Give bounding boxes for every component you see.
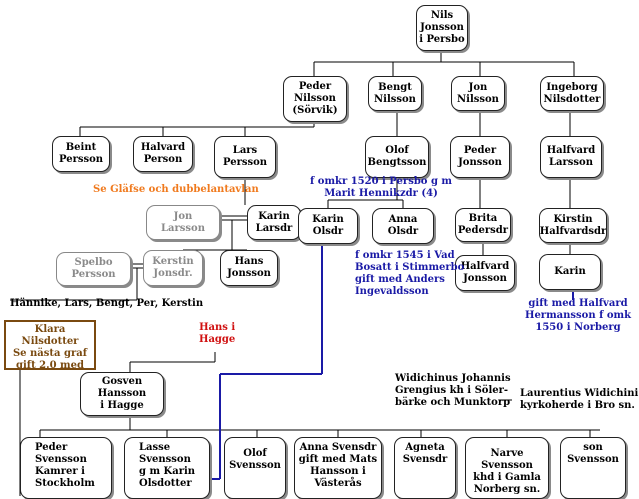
- person-olof-svensson: Olof Svensson: [224, 437, 286, 499]
- note-hannike: Hännike, Lars, Bengt, Per, Kerstin: [10, 298, 204, 309]
- person-peder-jonsson: Peder Jonsson: [450, 136, 510, 178]
- person-gosven-hansson: Gosven Hansson i Hagge: [80, 372, 164, 416]
- person-lasse-svensson: Lasse Svensson g m Karin Olsdotter: [124, 437, 210, 499]
- person-karin-olsdr: Karin Olsdr: [298, 208, 358, 244]
- person-bengt-nilsson: Bengt Nilsson: [368, 76, 422, 111]
- person-lars-persson: Lars Persson: [214, 136, 276, 178]
- note-gift-halfvard: gift med Halfvard Hermansson f omk 1550 …: [525, 298, 632, 333]
- note-widichinus: Widichinus Johannis Grengius kh i Söler-…: [395, 373, 511, 408]
- person-peder-svensson: Peder Svensson Kamrer i Stockholm: [20, 437, 112, 499]
- person-peder-nilsson: Peder Nilsson (Sörvik): [283, 76, 347, 122]
- person-halfvard-jonsson: Halfvard Jonsson: [455, 255, 515, 291]
- person-kerstin-jonsdr: Kerstin Jonsdr.: [143, 250, 203, 286]
- person-halvard-person: Halvard Person: [133, 136, 193, 172]
- person-jon-nilsson: Jon Nilsson: [451, 76, 505, 111]
- person-agneta-svensdr: Agneta Svensdr: [394, 437, 456, 499]
- person-hans-jonsson: Hans Jonsson: [220, 250, 278, 286]
- note-fomkr1520: f omkr 1520 i Persbo g m Marit Hennikzdr…: [310, 176, 453, 199]
- person-kirstin-halfvardsdr: Kirstin Halfvardsdr: [539, 208, 607, 243]
- person-narve-svensson: Narve Svensson khd i Gamla Norberg sn.: [465, 437, 549, 499]
- person-anna-olsdr: Anna Olsdr: [372, 208, 434, 244]
- person-karin-larsdr: Karin Larsdr: [247, 205, 301, 240]
- person-brita-pedersdr: Brita Pedersdr: [455, 208, 511, 242]
- person-anna-svensdr: Anna Svensdr gift med Mats Hansson i Väs…: [294, 437, 382, 499]
- note-laurentius: Laurentius Widichini kyrkoherde i Bro sn…: [520, 388, 639, 411]
- box-klara-nilsdotter: Klara Nilsdotter Se nästa graf gift 2.0 …: [4, 320, 96, 371]
- note-glafse: Se Gläfse och dubbelantavlan: [93, 184, 259, 195]
- person-son-svensson: son Svensson: [560, 437, 626, 499]
- person-karin: Karin: [539, 254, 601, 290]
- note-hans-i-hagge: Hans i Hagge: [199, 322, 236, 345]
- person-beint-persson: Beint Persson: [52, 136, 110, 172]
- note-fomkr1545: f omkr 1545 i Vad Bosatt i Stimmerbo gif…: [355, 250, 465, 297]
- person-jon-larsson: Jon Larsson: [146, 205, 220, 240]
- person-olof-bengtsson: Olof Bengtsson: [365, 136, 429, 178]
- person-halfvard-larsson: Halfvard Larsson: [540, 136, 602, 178]
- person-spelbo-persson: Spelbo Persson: [56, 252, 131, 286]
- person-nils-jonsson: Nils Jonsson i Persbo: [416, 5, 468, 51]
- person-ingeborg-nilsdotter: Ingeborg Nilsdotter: [540, 76, 604, 111]
